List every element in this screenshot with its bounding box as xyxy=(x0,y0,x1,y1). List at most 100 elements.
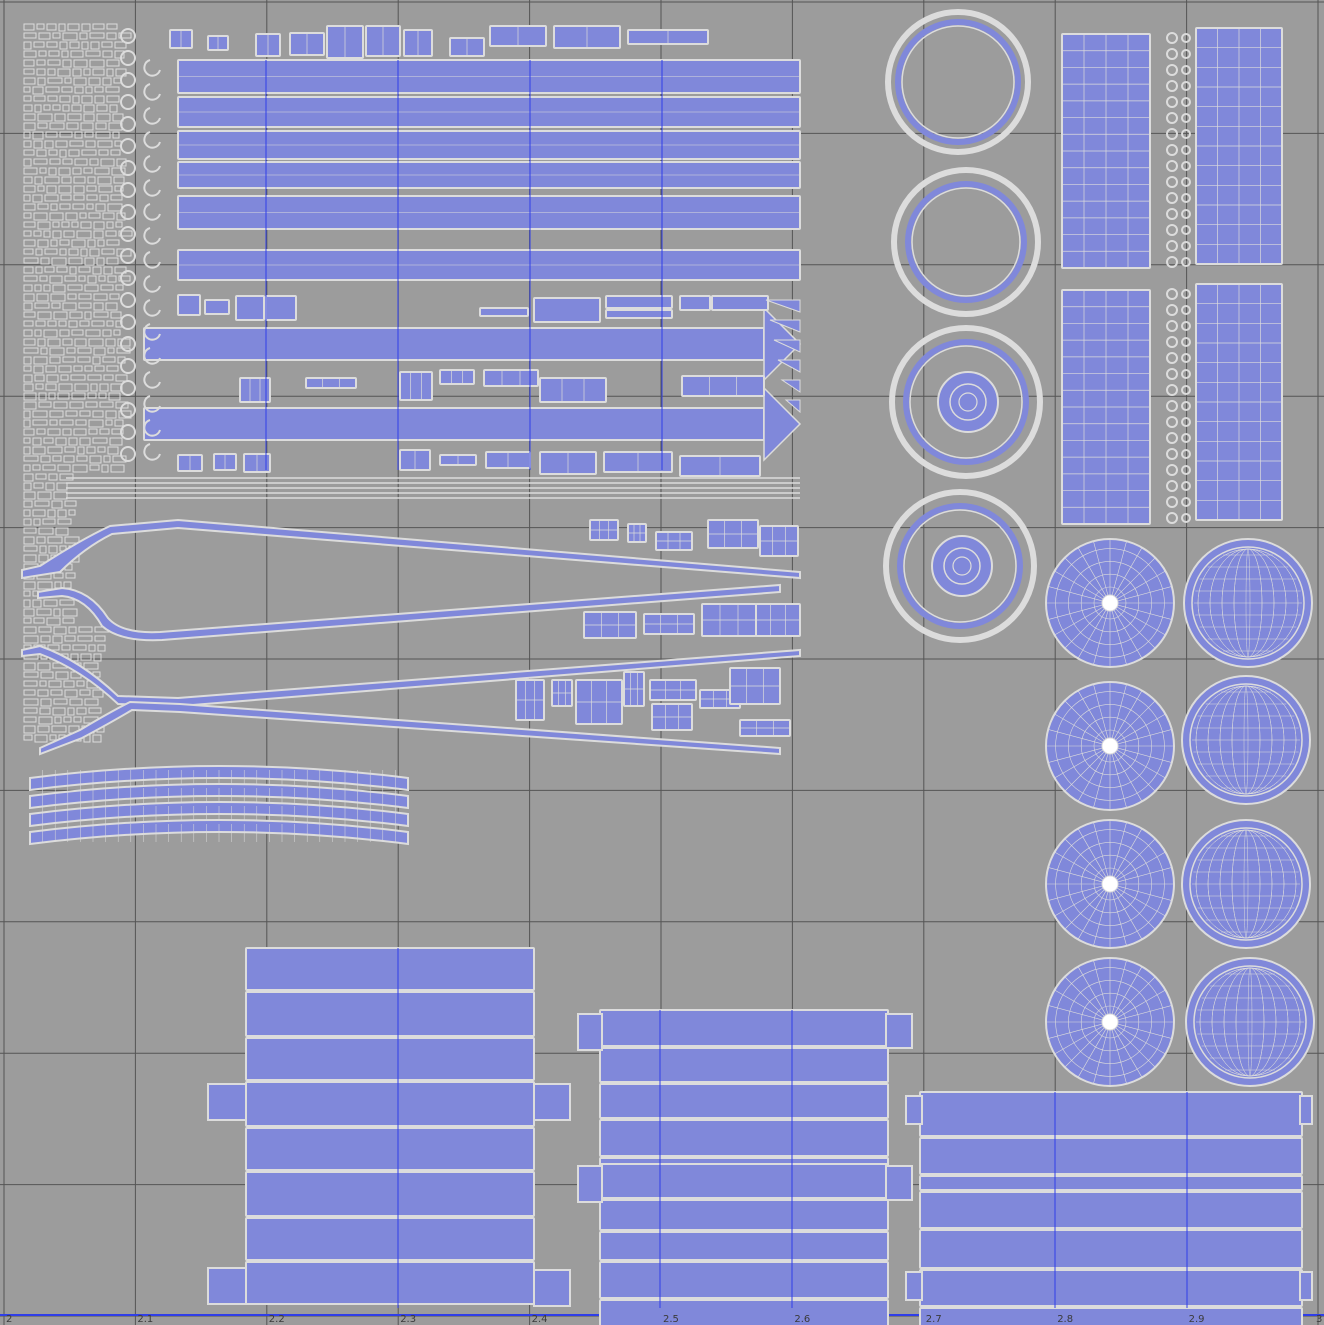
uv-shell-tiny xyxy=(33,230,42,237)
uv-shell-tiny xyxy=(37,77,46,86)
uv-shell-tiny xyxy=(34,284,42,292)
uv-edge xyxy=(909,345,1023,459)
uv-shell-bolt xyxy=(1181,449,1191,459)
uv-shell-tiny xyxy=(23,257,39,264)
uv-shell-arc xyxy=(143,131,161,149)
uv-shell-tiny xyxy=(105,410,117,419)
uv-shell-tiny xyxy=(111,167,126,176)
u-tick-label: 2.8 xyxy=(1057,1314,1073,1325)
uv-shell-bolt xyxy=(1166,240,1178,252)
uv-shell-tiny xyxy=(53,311,68,320)
uv-shell-tab xyxy=(207,1267,247,1305)
uv-shell-tiny xyxy=(77,635,93,642)
uv-shell-tiny xyxy=(46,23,57,31)
uv-shell-ring-small xyxy=(120,314,136,330)
uv-shell-tiny xyxy=(49,356,61,364)
uv-shell-tiny xyxy=(80,653,92,661)
uv-shell-tiny xyxy=(80,248,88,257)
uv-shell-tab xyxy=(577,1013,603,1051)
uv-shell-tiny xyxy=(99,428,110,435)
uv-shell-tiny xyxy=(86,194,98,201)
uv-shell-tiny xyxy=(23,329,33,337)
uv-shell-arc xyxy=(143,347,161,365)
uv-islands[interactable] xyxy=(21,9,1315,1325)
uv-shell-tiny xyxy=(45,383,57,391)
uv-shell-tiny xyxy=(83,662,99,670)
uv-shell-small xyxy=(239,377,271,403)
uv-shell-tiny xyxy=(52,32,61,39)
uv-edge xyxy=(1068,561,1152,645)
uv-shell-tiny xyxy=(32,410,48,418)
uv-shell-tiny xyxy=(64,689,78,698)
uv-shell-tiny xyxy=(32,419,48,426)
uv-shell-tiny xyxy=(62,338,73,346)
uv-shell-tiny xyxy=(68,509,76,516)
uv-shell-small xyxy=(605,295,673,309)
uv-shell-tiny xyxy=(101,248,115,255)
uv-shell-ring-small xyxy=(120,160,136,176)
uv-shell-tiny xyxy=(34,176,43,185)
uv-shell-tiny xyxy=(35,320,46,327)
uv-shell-crate-panel xyxy=(245,1261,535,1305)
uv-shell-tiny xyxy=(62,32,78,41)
uv-shell-crate-panel xyxy=(919,1091,1303,1137)
uv-shell-tiny xyxy=(109,104,118,113)
uv-shell-bolt xyxy=(1166,256,1178,268)
uv-shell-tiny xyxy=(23,266,34,274)
uv-shell-tiny xyxy=(36,536,46,544)
uv-shell-tiny xyxy=(64,635,76,642)
uv-shell-ring-small xyxy=(120,336,136,352)
uv-shell-tiny xyxy=(86,185,97,192)
uv-shell-ring-small xyxy=(120,292,136,308)
uv-shell-tiny xyxy=(89,248,100,257)
uv-shell-bolt xyxy=(1181,465,1191,475)
uv-shell-small xyxy=(773,339,801,353)
uv-shell-tiny xyxy=(33,41,45,48)
uv-shell-tiny xyxy=(58,185,72,194)
uv-shell-tiny xyxy=(33,518,41,526)
uv-shell-tiny xyxy=(72,95,80,104)
uv-shell-tiny xyxy=(93,347,106,356)
uv-shell-small xyxy=(177,294,201,316)
uv-shell-crate-panel xyxy=(245,1217,535,1261)
uv-shell-bolt xyxy=(1181,385,1191,395)
uv-shell-tiny xyxy=(57,509,67,518)
uv-shell-tiny xyxy=(102,329,112,337)
uv-edge xyxy=(1093,867,1127,901)
uv-shell-ring-small xyxy=(120,424,136,440)
uv-shell-tiny xyxy=(62,302,77,311)
uv-shell-tiny xyxy=(44,266,55,273)
uv-shell-tiny xyxy=(58,320,67,327)
uv-shell-ring-small xyxy=(120,248,136,264)
uv-shell-tiny xyxy=(68,320,78,328)
uv-shell-tiny xyxy=(23,392,37,401)
uv-shell-tiny xyxy=(48,680,62,688)
uv-shell-tiny xyxy=(49,347,65,356)
uv-shell-tire-ring-inner xyxy=(895,19,1021,145)
uv-shell-tiny xyxy=(97,140,113,148)
uv-shell-tiny xyxy=(38,401,52,408)
uv-shell-tiny xyxy=(74,158,88,166)
uv-shell-tiny xyxy=(48,392,56,400)
uv-shell-tiny xyxy=(23,383,34,392)
uv-shell-tiny xyxy=(23,122,36,131)
uv-shell-tiny xyxy=(99,401,114,408)
uv-shell-tiny xyxy=(48,50,60,57)
uv-shell-tiny xyxy=(69,140,84,147)
uv-shell-bolt xyxy=(1181,209,1191,219)
uv-shell-tiny xyxy=(93,293,108,301)
uv-shell-tiny xyxy=(23,68,35,75)
uv-shell-tiny xyxy=(37,725,50,733)
uv-shell-arc xyxy=(143,323,161,341)
uv-shell-tiny xyxy=(93,653,102,662)
uv-edge xyxy=(1189,683,1303,797)
uv-shell-tiny xyxy=(81,41,89,50)
uv-shell-tiny xyxy=(23,680,38,687)
u-tick-label: 2.1 xyxy=(137,1314,153,1325)
uv-shell-tiny xyxy=(98,149,109,156)
u-tick-label: 2.7 xyxy=(926,1314,942,1325)
uv-shell-tiny xyxy=(69,401,84,409)
uv-shell-ring-small xyxy=(120,358,136,374)
uv-shell-tiny xyxy=(51,257,67,266)
